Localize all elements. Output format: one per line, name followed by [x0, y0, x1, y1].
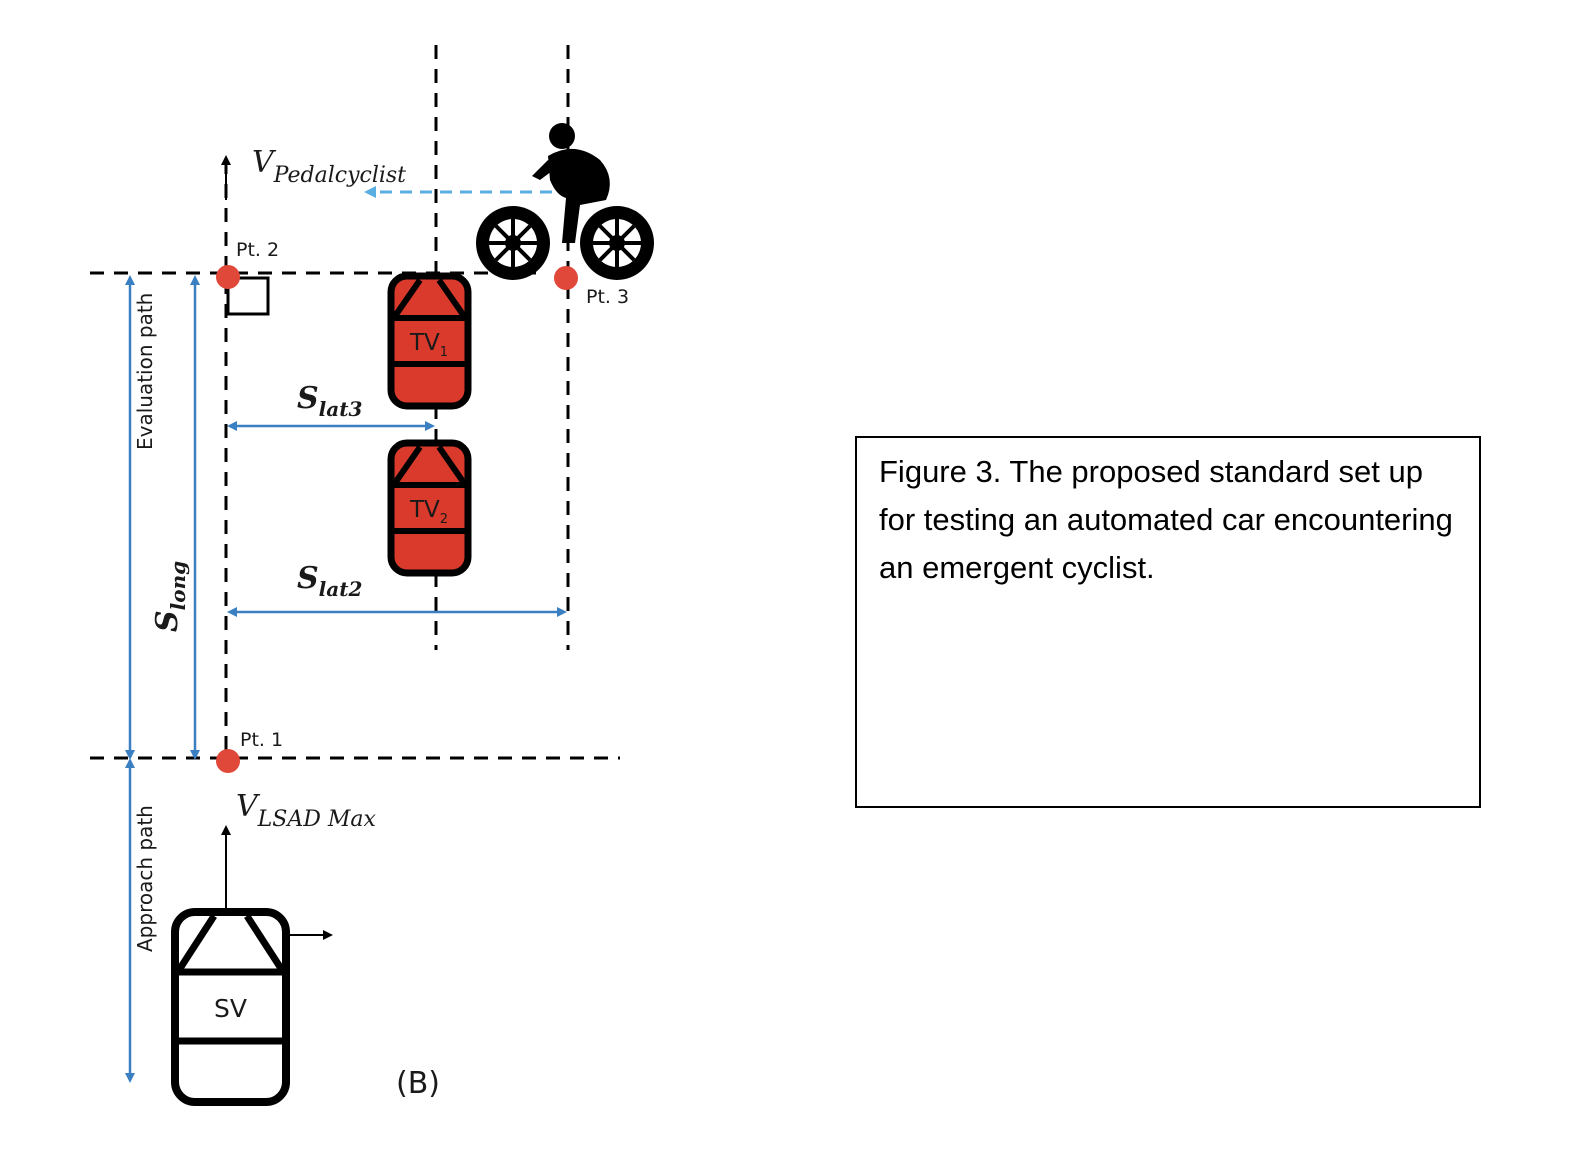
pt3-label: Pt. 3 [586, 286, 629, 308]
cyclist-velocity-label: VPedalcyclist [252, 145, 406, 188]
slat3-label: Slat3 [297, 381, 362, 421]
panel-label: (B) [396, 1066, 440, 1101]
pt2-label: Pt. 2 [236, 239, 279, 261]
subject-vehicle: SV [171, 908, 290, 1106]
evaluation-path-label: Evaluation path [133, 293, 157, 450]
target-vehicle-1: TV1 [387, 272, 472, 410]
figure-caption: Figure 3. The proposed standard set up f… [879, 454, 1453, 585]
slat2-label: Slat2 [297, 561, 362, 601]
target-vehicle-2: TV2 [387, 439, 472, 577]
approach-path-label: Approach path [133, 805, 157, 952]
pt3-marker [554, 266, 578, 290]
figure-caption-box: Figure 3. The proposed standard set up f… [855, 436, 1481, 808]
tv2-label: TV2 [409, 497, 448, 527]
sv-stop-box [226, 276, 270, 316]
sv-velocity-label: VLSAD Max [236, 789, 377, 832]
pt2-marker [216, 265, 240, 289]
slong-label: Slong [150, 561, 190, 632]
cyclist-icon [476, 123, 654, 280]
tv1-label: TV1 [409, 330, 448, 360]
pt1-marker [216, 749, 240, 773]
sv-label: SV [214, 994, 247, 1023]
pt1-label: Pt. 1 [240, 729, 283, 751]
